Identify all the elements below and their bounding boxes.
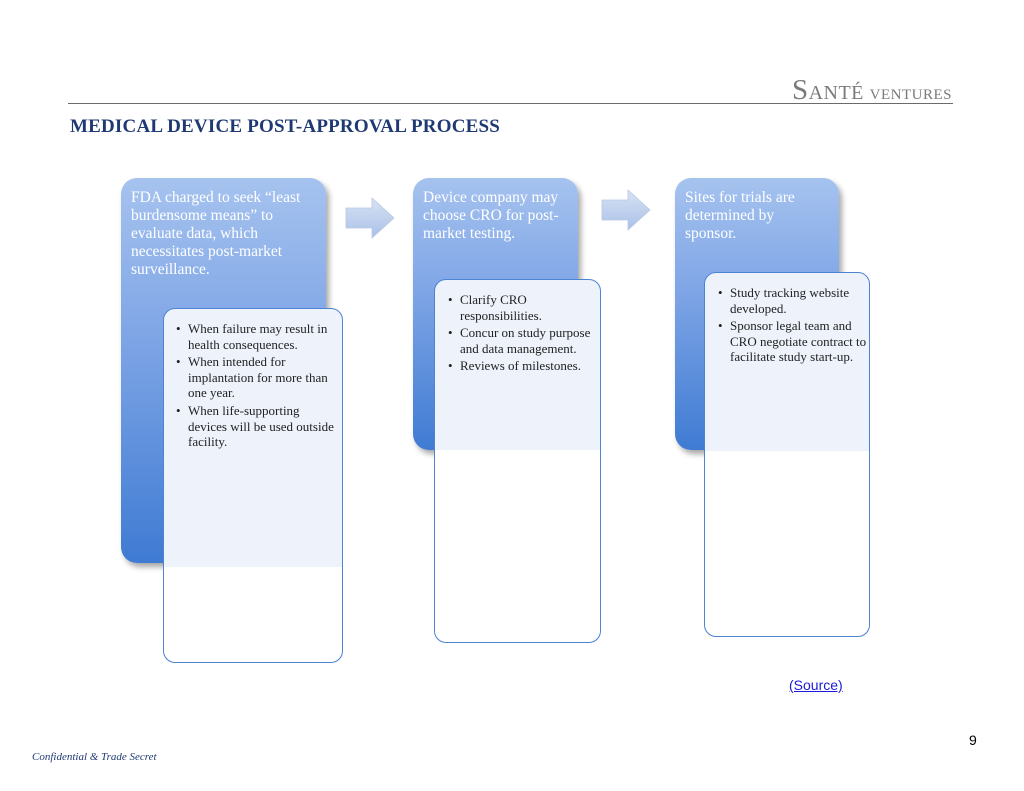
step-2-heading: Device company may choose CRO for post-m… [423,189,559,242]
step-3-heading: Sites for trials are determined by spons… [685,189,795,242]
logo-second: ventures [863,80,952,104]
list-item: Clarify CRO responsibilities. [448,292,602,323]
page-title: MEDICAL DEVICE POST-APPROVAL PROCESS [70,116,501,137]
source-link[interactable]: (Source) [789,677,843,693]
arrow-right-icon [345,197,395,239]
step-2-bullet-list: Clarify CRO responsibilities. Concur on … [446,292,602,376]
step-3-bullet-list: Study tracking website developed. Sponso… [716,285,870,367]
list-item: When intended for implantation for more … [176,354,340,401]
list-item: Sponsor legal team and CRO negotiate con… [718,318,870,365]
logo-initial: S [791,74,809,106]
step-1-heading: FDA charged to seek “least burdensome me… [131,189,301,278]
header-rule [68,103,953,104]
logo-rest: anté [808,74,864,106]
arrow-right-icon [601,189,651,231]
step-1-bullet-list: When failure may result in health conseq… [174,321,340,452]
confidential-footer: Confidential & Trade Secret [32,751,157,763]
list-item: Study tracking website developed. [718,285,870,316]
list-item: When failure may result in health conseq… [176,321,340,352]
page-number: 9 [969,732,977,748]
list-item: When life-supporting devices will be use… [176,403,340,450]
list-item: Reviews of milestones. [448,358,602,374]
sante-ventures-logo: Santé ventures [792,74,952,107]
list-item: Concur on study purpose and data managem… [448,325,602,356]
